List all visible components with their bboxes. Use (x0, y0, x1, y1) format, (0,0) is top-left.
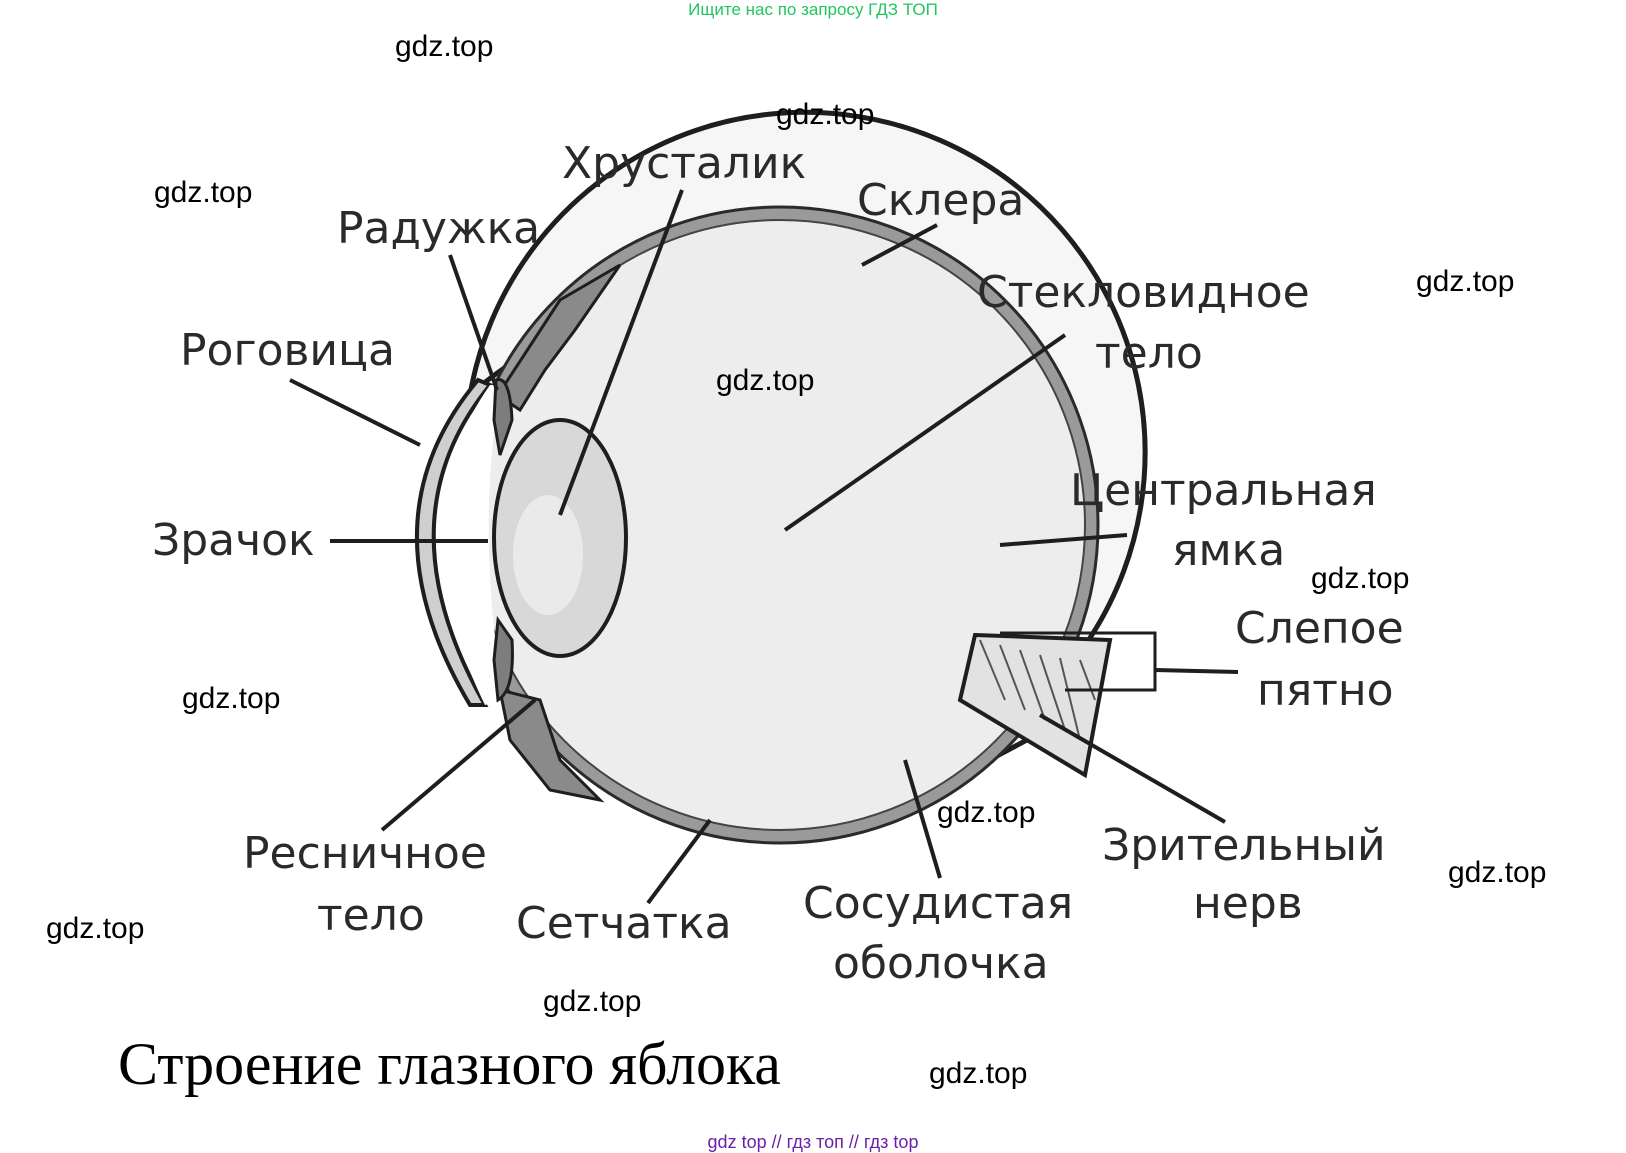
watermark: gdz.top (182, 682, 281, 715)
leader-ciliary (380, 698, 537, 832)
leader-iris (448, 254, 499, 391)
label-cornea: Роговица (180, 325, 395, 376)
lens-highlight (513, 495, 583, 615)
watermark: gdz.top (776, 98, 875, 131)
label-ciliary-1: Ресничное (243, 828, 487, 879)
label-choroid-2: оболочка (833, 938, 1049, 989)
label-fovea-2: ямка (1172, 525, 1285, 576)
label-pupil: Зрачок (152, 515, 315, 566)
watermark: gdz.top (395, 30, 494, 63)
footer-links: gdz top // гдз топ // гдз top (707, 1132, 919, 1152)
leader-blind-spot (1154, 668, 1239, 674)
diagram-caption: Строение глазного яблока (118, 1031, 781, 1097)
label-sclera: Склера (857, 175, 1024, 226)
cornea-shape (415, 377, 494, 707)
label-blind-spot-2: пятно (1257, 665, 1394, 716)
watermark: gdz.top (46, 912, 145, 945)
watermark: gdz.top (716, 364, 815, 397)
label-choroid-1: Сосудистая (803, 878, 1073, 929)
watermark: gdz.top (154, 176, 253, 209)
leader-choroid (903, 759, 942, 879)
label-ciliary-2: тело (317, 890, 425, 941)
leader-lens (558, 189, 684, 516)
watermark: gdz.top (1416, 265, 1515, 298)
label-retina: Сетчатка (516, 898, 732, 949)
label-optic-nerve-1: Зрительный (1102, 820, 1386, 871)
label-vitreous-2: тело (1095, 328, 1203, 379)
ciliary-body-top (495, 263, 622, 413)
blind-spot-bracket (1000, 631, 1157, 692)
ciliary-body-bottom (498, 687, 605, 803)
watermark: gdz.top (1311, 562, 1410, 595)
label-vitreous-1: Стекловидное (977, 267, 1310, 318)
label-lens: Хрусталик (562, 138, 806, 189)
optic-nerve-shape (957, 632, 1113, 779)
iris-bottom (492, 615, 514, 703)
label-iris: Радужка (337, 203, 540, 254)
leader-fovea (999, 533, 1128, 547)
label-optic-nerve-2: нерв (1193, 878, 1303, 929)
watermark: gdz.top (543, 985, 642, 1018)
iris-top (492, 378, 514, 456)
optic-nerve-hatch (979, 639, 1096, 741)
watermark: gdz.top (929, 1057, 1028, 1090)
leader-sclera (861, 223, 938, 267)
anterior-chamber (441, 385, 505, 705)
leader-cornea (289, 378, 421, 447)
label-blind-spot-1: Слепое (1235, 603, 1404, 654)
watermark: gdz.top (937, 796, 1036, 829)
top-banner: Ищите нас по запросу ГДЗ ТОП (688, 0, 938, 19)
leader-vitreous (783, 333, 1067, 532)
label-fovea-1: Центральная (1070, 465, 1377, 516)
leader-optic-nerve (1038, 713, 1227, 824)
watermark: gdz.top (1448, 856, 1547, 889)
leader-retina (646, 818, 712, 905)
